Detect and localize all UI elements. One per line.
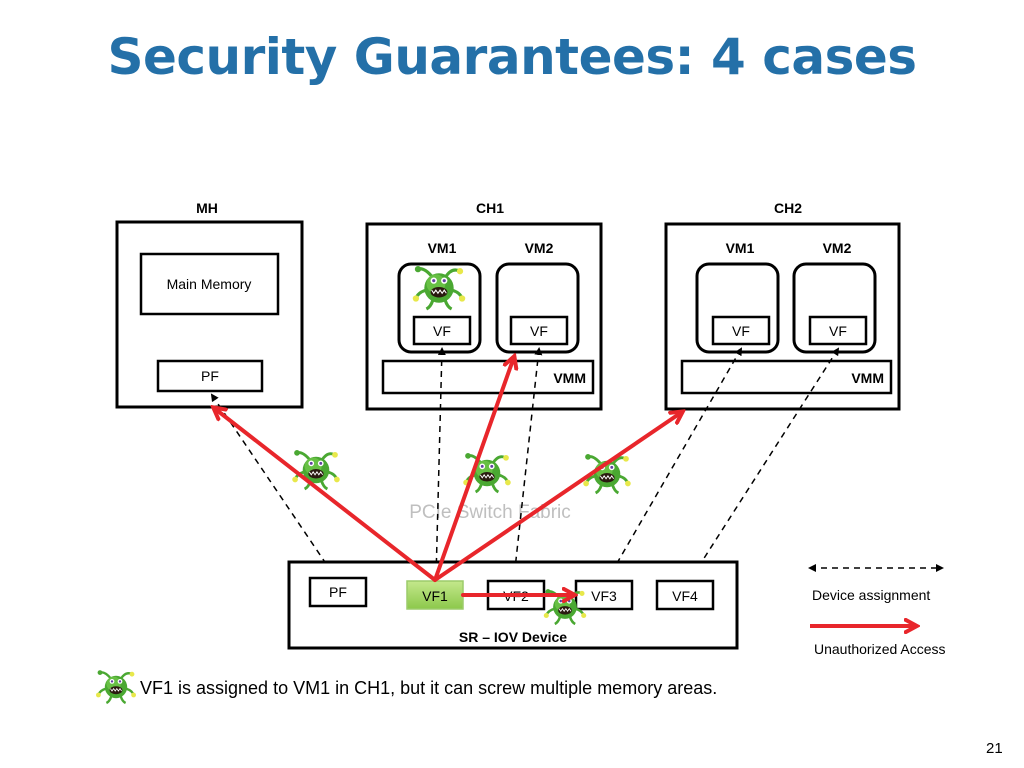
ch2-vmm-label: VMM: [851, 370, 884, 386]
mh-pf-box: [156, 359, 264, 393]
attack-arrow-to-mh: [214, 408, 437, 582]
ch1-vmm-box: [381, 359, 595, 395]
ch2-vm1-label: VM1: [726, 240, 755, 256]
ch2-vm1-vf-label: VF: [732, 323, 750, 339]
ch1-vm1-vf-box: [412, 315, 472, 346]
attack-arrow-to-ch2: [433, 412, 682, 582]
main-memory-box: [139, 252, 280, 316]
ch1-vmm-label: VMM: [553, 370, 586, 386]
legend-unauthorized-label: Unauthorized Access: [814, 641, 946, 657]
ch2-vm2-label: VM2: [823, 240, 852, 256]
device-pf-label: PF: [329, 584, 347, 600]
ch1-vm2-vf-label: VF: [530, 323, 548, 339]
device-vf1-box: [406, 580, 464, 610]
ch1-vm1-label: VM1: [428, 240, 457, 256]
device-vf4-box: [655, 579, 715, 611]
assignment-vf4-ch2-vm2: [690, 347, 840, 579]
virus-bug-icon: [290, 448, 342, 491]
slide-caption: VF1 is assigned to VM1 in CH1, but it ca…: [140, 678, 718, 698]
ch1-vm2-vf-box: [509, 315, 569, 346]
attack-arrow-to-ch1-vm2: [433, 357, 514, 582]
mh-label: MH: [196, 200, 218, 216]
ch2-vm2-vf-label: VF: [829, 323, 847, 339]
assignment-vf2-ch1-vm2: [510, 347, 543, 580]
sriov-device-label: SR – IOV Device: [459, 629, 567, 645]
virus-bug-icon: [461, 451, 513, 494]
main-memory-label: Main Memory: [167, 276, 252, 292]
device-vf1-label: VF1: [422, 588, 448, 604]
ch1-vm2-label: VM2: [525, 240, 554, 256]
device-vf3-label: VF3: [591, 588, 617, 604]
assignment-vf1-ch1-vm1: [432, 347, 446, 580]
ch2-vm2-vf-box: [808, 315, 868, 346]
legend-assignment-label: Device assignment: [812, 587, 930, 603]
slide-title: Security Guarantees: 4 cases: [107, 28, 917, 86]
device-vf3-box: [574, 579, 634, 611]
ch2-label: CH2: [774, 200, 802, 216]
ch2-vm1-vf-box: [711, 315, 771, 346]
mh-pf-label: PF: [201, 368, 219, 384]
ch1-label: CH1: [476, 200, 504, 216]
ch1-vm1-vf-label: VF: [433, 323, 451, 339]
assignment-pf-mh: [210, 393, 335, 576]
virus-bug-icon: [94, 669, 138, 705]
device-vf4-label: VF4: [672, 588, 698, 604]
device-pf-box: [308, 576, 368, 608]
page-number: 21: [986, 740, 1003, 757]
